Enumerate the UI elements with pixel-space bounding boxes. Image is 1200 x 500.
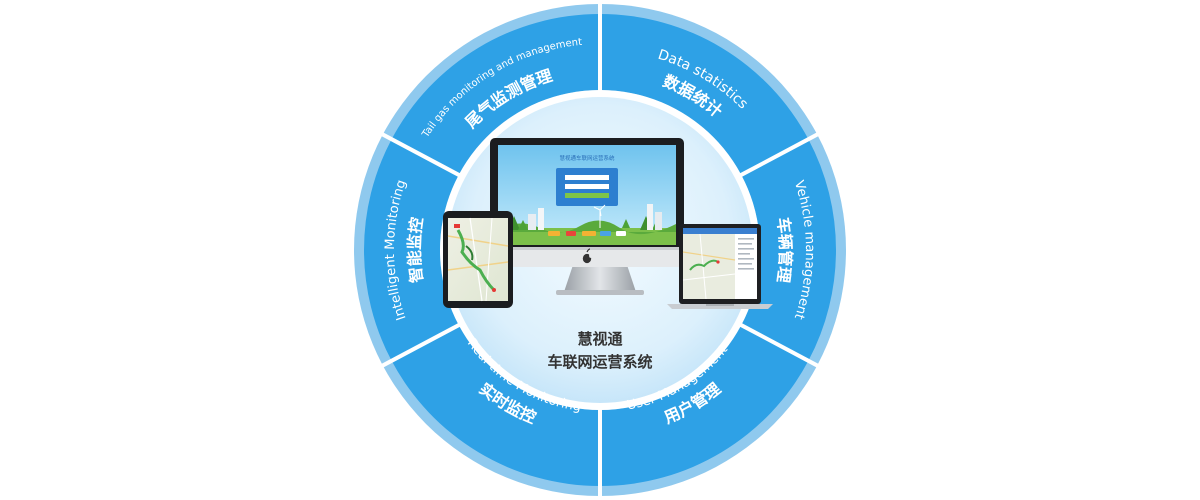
segment-divider: [380, 322, 462, 369]
desktop-monitor: 慧视通车联网运营系统: [490, 138, 684, 295]
laptop-device: [667, 224, 773, 309]
segment-divider: [738, 322, 820, 369]
segment-user-management: [600, 325, 809, 486]
segment-divider: [380, 131, 462, 178]
center-title-line1: 慧视通: [577, 330, 622, 348]
tablet-map: [447, 217, 509, 302]
segment-tail-gas: [391, 14, 600, 175]
password-field[interactable]: [565, 184, 609, 189]
tablet-device: [443, 211, 513, 308]
laptop-map: [682, 233, 736, 300]
apple-logo-icon: [582, 248, 592, 264]
segment-data-statistics: [600, 14, 809, 175]
login-button[interactable]: [565, 193, 609, 198]
desktop-screen: 慧视通车联网运营系统: [498, 145, 676, 245]
devices-illustration: 慧视通车联网运营系统: [443, 138, 773, 309]
username-field[interactable]: [565, 175, 609, 180]
segment-divider: [738, 131, 820, 178]
laptop-sidebar-list: [738, 238, 754, 270]
center-title-line2: 车联网运营系统: [547, 353, 652, 371]
segment-realtime-monitoring: [391, 325, 600, 486]
login-screen-title: 慧视通车联网运营系统: [559, 154, 615, 162]
segment-intelligent-monitoring: [364, 139, 459, 361]
